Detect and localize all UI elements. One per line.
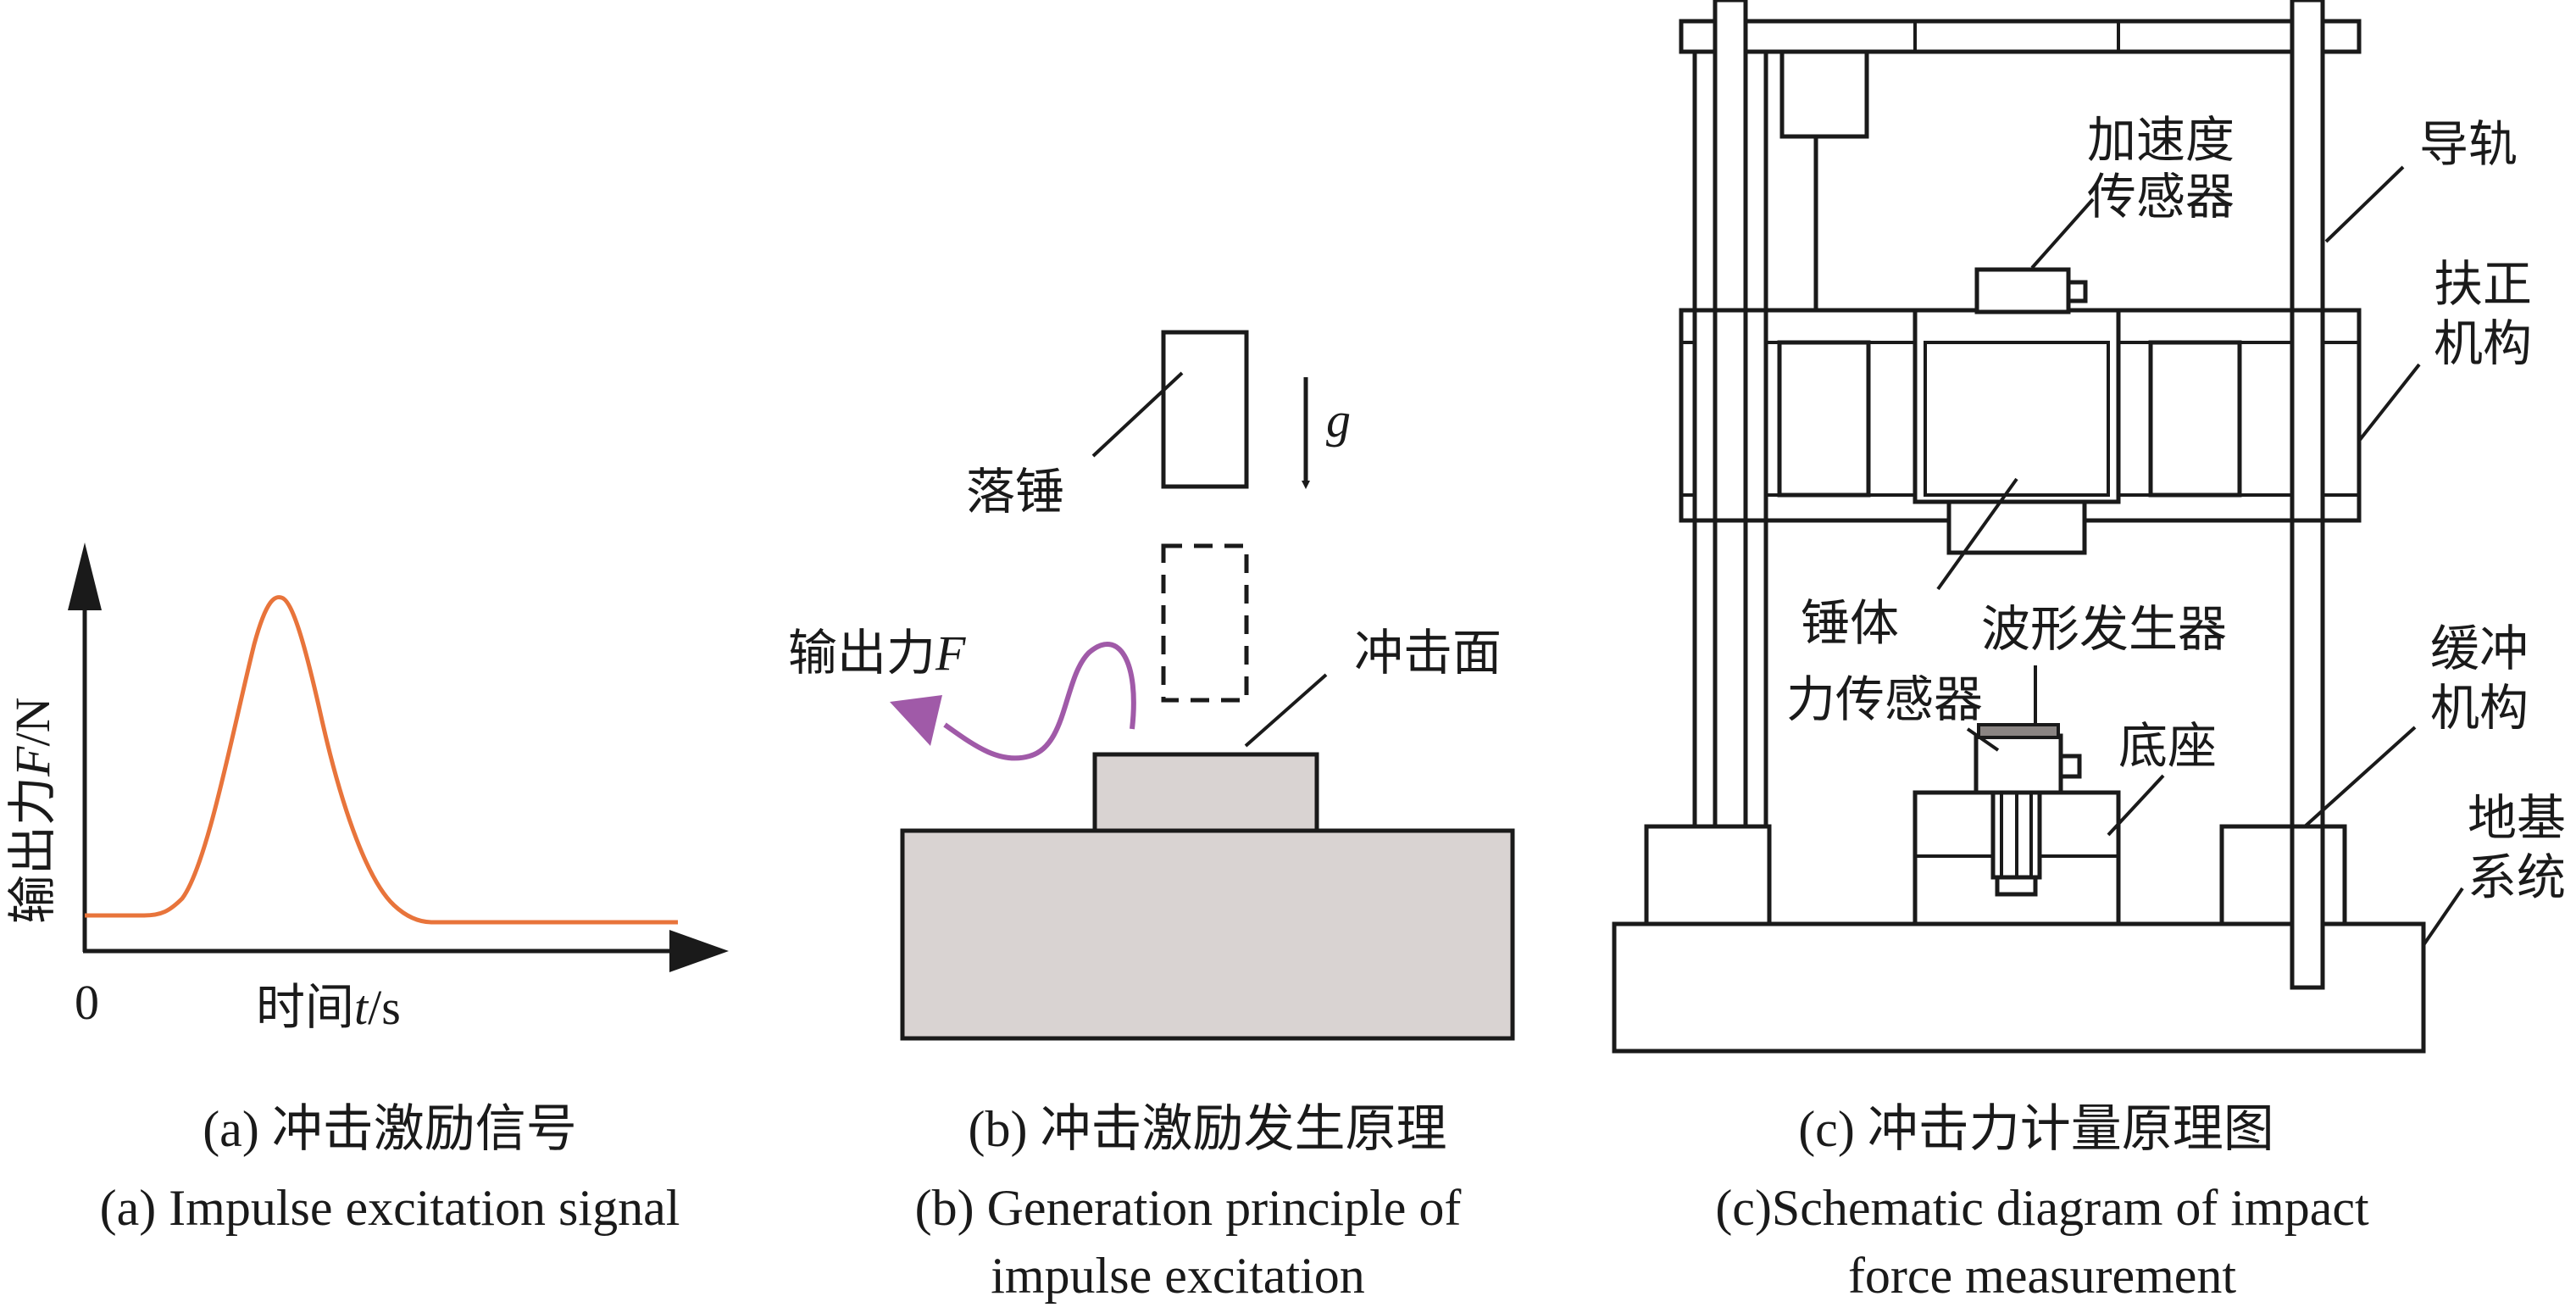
right-guide-rail-mid bbox=[2290, 308, 2325, 523]
righting-label-2: 机构 bbox=[2434, 316, 2532, 371]
output-force-arrowhead bbox=[890, 695, 942, 746]
x-axis-label: 时间t/s bbox=[256, 980, 401, 1035]
waveform-generator bbox=[1977, 723, 2060, 739]
right-pocket bbox=[2148, 340, 2242, 498]
caption-b-cn: (b) 冲击激励发生原理 bbox=[969, 1101, 1447, 1157]
foundation-label-1: 地基 bbox=[2468, 791, 2566, 846]
guide-rail-leader bbox=[2324, 165, 2405, 243]
waveform-gen-label: 波形发生器 bbox=[1981, 602, 2227, 657]
force-sensor-connector bbox=[2058, 754, 2082, 779]
buffer-label-2: 机构 bbox=[2430, 681, 2529, 736]
y-axis-label: 输出力F/N bbox=[5, 698, 60, 924]
buffer-leader bbox=[2303, 726, 2417, 828]
caption-c-en-1: (c)Schematic diagram of impact bbox=[1715, 1180, 2369, 1236]
impact-face-label: 冲击面 bbox=[1354, 626, 1502, 681]
top-beam bbox=[1679, 19, 2362, 54]
left-buffer-block bbox=[1644, 824, 1772, 926]
hammer-label: 落锤 bbox=[966, 465, 1064, 520]
impact-face-leader bbox=[1244, 673, 1328, 748]
hammer-body-leader bbox=[1936, 477, 2018, 591]
force-sensor-leader bbox=[1966, 727, 2000, 752]
origin-label: 0 bbox=[75, 975, 99, 1030]
lifting-device bbox=[1779, 49, 1869, 139]
foundation-block bbox=[1612, 921, 2426, 1054]
foundation-leader bbox=[2422, 887, 2464, 947]
impulse-signal-curve bbox=[85, 595, 678, 925]
panel-c: 加速度 传感器 导轨 扶正 机构 锤体 波形发生器 力传感器 底座 缓冲 机构 … bbox=[1612, 0, 2566, 1304]
drop-hammer bbox=[1161, 330, 1249, 489]
panel-a: 输出力F/N 0 时间t/s (a) 冲击激励信号 (a) Impulse ex… bbox=[5, 542, 729, 1236]
x-axis-arrowhead bbox=[669, 930, 729, 972]
drop-hammer-dashed bbox=[1161, 543, 1249, 703]
accelerometer bbox=[1974, 267, 2071, 314]
hammer-body-inner bbox=[1924, 341, 2110, 497]
hammer-leader bbox=[1091, 371, 1184, 458]
y-axis-arrowhead bbox=[68, 542, 102, 610]
left-column-front-b bbox=[1743, 308, 1768, 523]
panel-b: g 落锤 冲击面 输出力F (b) 冲击激励发生原理 (b) Generatio… bbox=[788, 330, 1515, 1304]
gravity-label: g bbox=[1326, 392, 1351, 448]
base-label: 底座 bbox=[2118, 719, 2217, 774]
righting-label-1: 扶正 bbox=[2434, 257, 2532, 312]
caption-c-cn: (c) 冲击力计量原理图 bbox=[1798, 1101, 2274, 1157]
accel-sensor-label-1: 加速度 bbox=[2087, 113, 2235, 168]
force-sensor-label: 力传感器 bbox=[1786, 672, 1983, 727]
base-leader bbox=[2107, 774, 2165, 837]
caption-b-en-2: impulse excitation bbox=[991, 1248, 1365, 1304]
left-column-front-a bbox=[1692, 308, 1718, 523]
right-guide-rail-front bbox=[2290, 824, 2325, 990]
impact-surface-block bbox=[1092, 752, 1319, 833]
caption-c-en-2: force measurement bbox=[1848, 1248, 2236, 1304]
base-block bbox=[900, 828, 1515, 1041]
output-force-arrow bbox=[943, 642, 1136, 761]
accel-leader bbox=[2030, 198, 2095, 270]
buffer-label-1: 缓冲 bbox=[2430, 621, 2529, 676]
output-force-label: 输出力F bbox=[788, 626, 966, 681]
hammer-body bbox=[1913, 308, 2121, 504]
caption-a-cn: (a) 冲击激励信号 bbox=[203, 1101, 577, 1157]
right-buffer-block bbox=[2219, 824, 2347, 926]
hammer-body-label: 锤体 bbox=[1801, 596, 1899, 651]
caption-a-en: (a) Impulse excitation signal bbox=[100, 1180, 680, 1236]
righting-leader bbox=[2357, 363, 2421, 442]
accel-sensor-label-2: 传感器 bbox=[2087, 170, 2235, 225]
force-sensor-foot bbox=[1995, 875, 2038, 897]
left-pocket bbox=[1777, 340, 1871, 498]
foundation-label-2: 系统 bbox=[2468, 850, 2566, 905]
accelerometer-connector bbox=[2066, 280, 2088, 303]
guide-rail-label: 导轨 bbox=[2419, 117, 2518, 172]
caption-b-en-1: (b) Generation principle of bbox=[915, 1180, 1462, 1236]
left-guide-rail-front bbox=[1713, 308, 1748, 523]
